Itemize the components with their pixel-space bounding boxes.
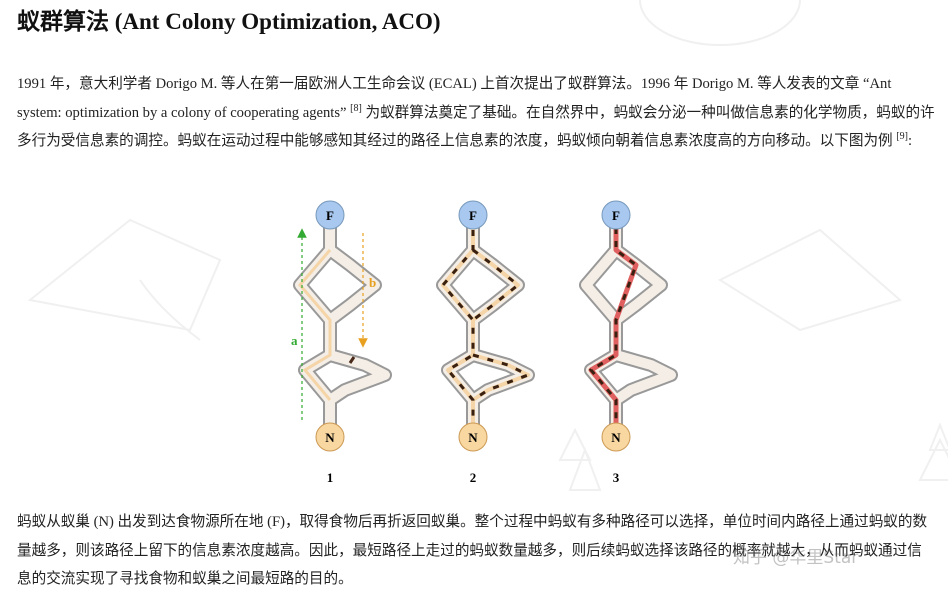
ants-path: [588, 215, 638, 435]
page-title: 蚁群算法 (Ant Colony Optimization, ACO): [17, 9, 441, 34]
panel-1: a b F N 1: [291, 200, 385, 485]
citation-9[interactable]: [9]: [896, 131, 908, 143]
citation-8[interactable]: [8]: [350, 102, 362, 114]
intro-paragraph: 1991 年，意大利学者 Dorigo M. 等人在第一届欧洲人工生命会议 (E…: [17, 70, 935, 156]
food-node-label: F: [469, 208, 477, 223]
nest-node: [315, 422, 345, 452]
panel-3: F N 3: [586, 200, 671, 485]
ant-colony-figure: a b F N 1 F N 2 F N 3: [291, 200, 695, 485]
nest-node-label: N: [325, 430, 335, 445]
watermark: 知乎 @华里Star: [733, 548, 859, 568]
food-node: [601, 200, 631, 230]
intro-text-2: 为蚁群算法奠定了基础。在自然界中，蚂蚁会分泌一种叫做信息素的化学物质，蚂蚁的许多…: [17, 104, 935, 150]
nest-node: [601, 422, 631, 452]
nest-node: [458, 422, 488, 452]
panel-2-label: 2: [470, 470, 477, 485]
explanation-paragraph: 蚂蚁从蚁巢 (N) 出发到达食物源所在地 (F)，取得食物后再折返回蚁巢。整个过…: [17, 514, 928, 587]
nest-node-label: N: [468, 430, 478, 445]
path-a-label: a: [291, 333, 298, 348]
food-node: [458, 200, 488, 230]
panel-3-label: 3: [613, 470, 620, 485]
intro-text-1: 1991 年，意大利学者 Dorigo M. 等人在第一届欧洲人工生命会议 (E…: [17, 76, 892, 121]
ant: [348, 356, 356, 364]
food-node-label: F: [612, 208, 620, 223]
panel-1-label: 1: [327, 470, 334, 485]
food-node: [315, 200, 345, 230]
panel-2: F N 2: [441, 200, 530, 485]
path-b-label: b: [369, 275, 376, 290]
food-node-label: F: [326, 208, 334, 223]
intro-text-3: :: [907, 133, 913, 149]
ants-path: [441, 213, 530, 437]
nest-node-label: N: [611, 430, 621, 445]
